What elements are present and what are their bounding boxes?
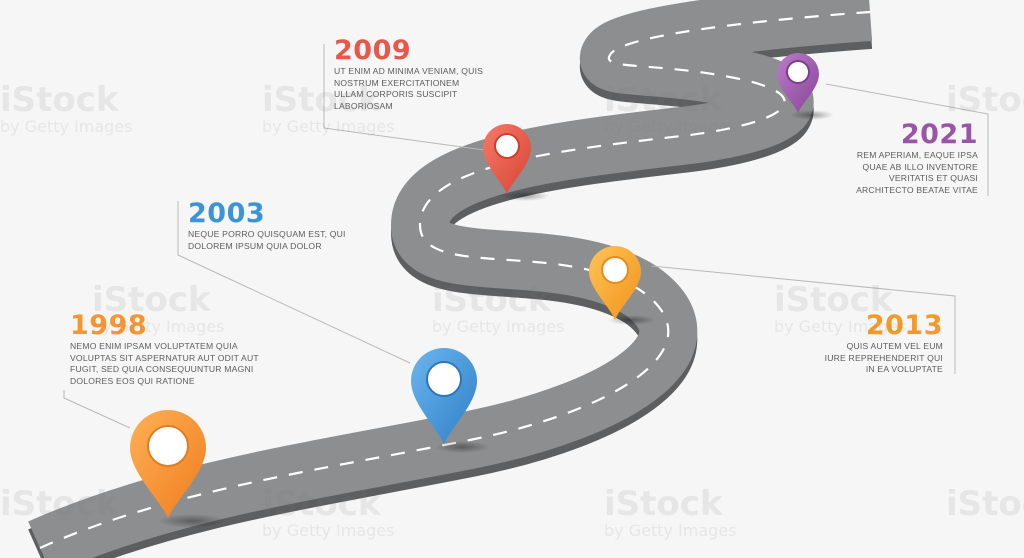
map-pin-icon (777, 53, 819, 113)
leader-line-2021 (825, 83, 989, 196)
milestone-year: 2013 (865, 310, 943, 341)
milestone-year: 2021 (900, 119, 978, 150)
milestone-description: NEQUE PORRO QUISQUAM EST, QUI DOLOREM IP… (188, 229, 346, 251)
milestone-description: QUIS AUTEM VEL EUM IURE REPREHENDERIT QU… (824, 341, 943, 374)
leader-lines (63, 44, 989, 429)
pin-shadows (158, 110, 834, 528)
milestone-year: 2003 (188, 198, 266, 229)
milestone-year: 2009 (334, 35, 412, 66)
leader-line-2003 (177, 201, 411, 364)
milestone-description: UT ENIM AD MINIMA VENIAM, QUIS NOSTRUM E… (334, 66, 484, 111)
map-pin-icon (483, 124, 531, 194)
milestone-2009: 2009 UT ENIM AD MINIMA VENIAM, QUIS NOST… (334, 36, 514, 112)
milestone-description: NEMO ENIM IPSAM VOLUPTATEM QUIA VOLUPTAS… (70, 341, 259, 386)
leader-line-1998 (63, 390, 131, 429)
milestone-1998: 1998 NEMO ENIM IPSAM VOLUPTATEM QUIA VOL… (70, 311, 270, 387)
lane-marking (39, 10, 871, 550)
milestone-2003: 2003 NEQUE PORRO QUISQUAM EST, QUI DOLOR… (188, 199, 368, 252)
leader-line-2009 (323, 44, 485, 151)
milestone-2021: 2021 REM APERIAM, EAQUE IPSA QUAE AB ILL… (818, 120, 978, 196)
milestone-description: REM APERIAM, EAQUE IPSA QUAE AB ILLO INV… (856, 150, 978, 195)
milestone-2013: 2013 QUIS AUTEM VEL EUM IURE REPREHENDER… (783, 311, 943, 376)
map-pin-icon (130, 410, 206, 518)
map-pin-icon (589, 246, 641, 320)
leader-line-2013 (651, 265, 956, 374)
milestone-year: 1998 (70, 310, 148, 341)
map-pin-icon (411, 348, 477, 444)
